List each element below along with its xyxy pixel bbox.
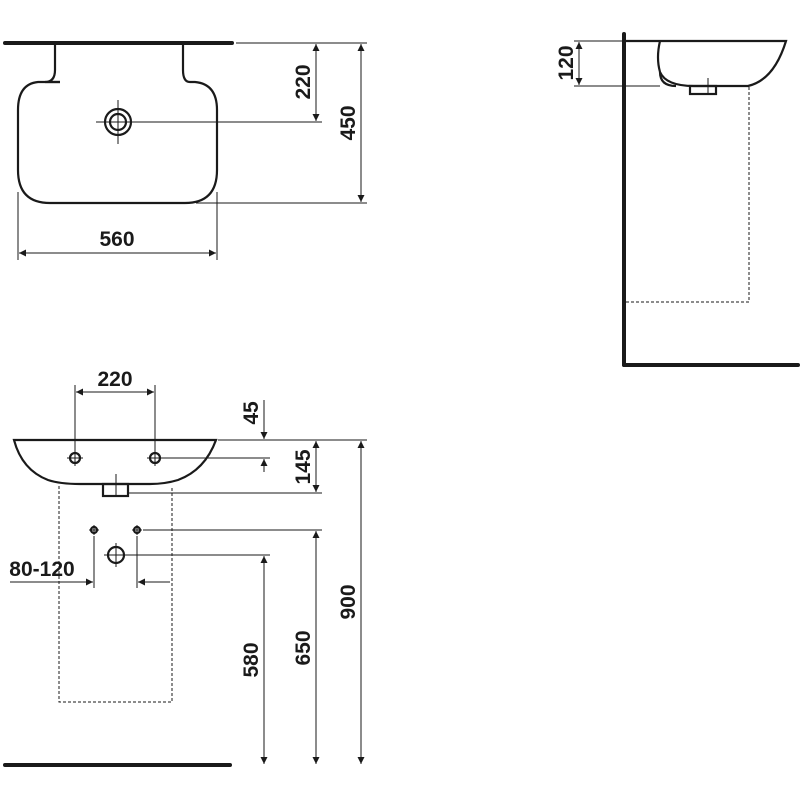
dim-front-tap-spacing: 220 bbox=[97, 368, 132, 391]
cabinet-dashed-front bbox=[58, 486, 173, 703]
top-view: 220 450 560 bbox=[3, 41, 367, 260]
dim-front-mount-height: 900 bbox=[337, 584, 360, 619]
dim-front-tap-height: 45 bbox=[240, 401, 263, 425]
dim-side-rim-height: 120 bbox=[555, 45, 578, 80]
dim-front-supply-height: 650 bbox=[292, 630, 315, 665]
dim-front-supply-spacing: 80-120 bbox=[9, 558, 74, 581]
dim-top-width: 560 bbox=[99, 228, 134, 251]
tap-hole-left-icon bbox=[67, 450, 83, 466]
side-view: 120 bbox=[555, 32, 800, 367]
dim-front-drain-depth: 145 bbox=[292, 449, 315, 484]
tap-hole-right-icon bbox=[147, 450, 163, 466]
basin-front bbox=[12, 438, 218, 486]
basin-profile-side bbox=[626, 39, 788, 88]
drain-outlet-side bbox=[688, 84, 718, 96]
dim-top-drain-offset: 220 bbox=[292, 64, 315, 99]
supply-left-icon bbox=[89, 525, 99, 535]
drain-icon bbox=[96, 100, 140, 144]
front-view: 220 45 145 80-120 580 650 900 bbox=[3, 368, 367, 767]
supply-right-icon bbox=[132, 525, 142, 535]
cabinet-dashed-side bbox=[626, 87, 750, 303]
dim-front-waste-height: 580 bbox=[240, 642, 263, 677]
dim-top-depth: 450 bbox=[337, 105, 360, 140]
